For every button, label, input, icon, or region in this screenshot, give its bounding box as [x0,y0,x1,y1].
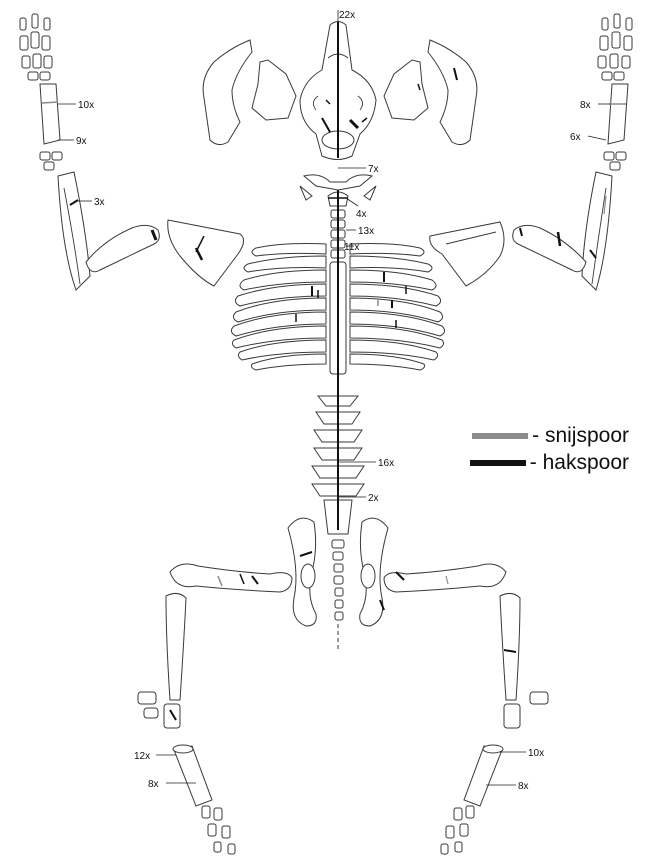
count-axis: 4x [356,209,367,220]
legend-row-cut: - snijspoor [472,424,629,448]
count-mandible-mid-left: 9x [76,136,87,147]
count-metatarsal-left-lower: 8x [148,779,159,790]
legend-swatch-chop [470,460,526,466]
left-forelimb [20,14,244,290]
count-skull: 22x [339,10,355,21]
count-lumbar: 16x [378,458,394,469]
count-metatarsal-right-upper: 10x [528,748,544,759]
count-thoracic: 11x [344,242,359,253]
legend-label-chop: - hakspoor [530,451,629,475]
skull [300,22,376,160]
legend-row-chop: - hakspoor [470,451,629,475]
count-sacrum: 2x [368,493,379,504]
count-metatarsal-left-upper: 12x [134,751,150,762]
count-mandible-left: 10x [78,100,94,111]
legend-swatch-cut [472,433,528,439]
count-forefoot-right-upper: 8x [580,100,591,111]
count-cervical: 13x [358,226,374,237]
count-atlas: 7x [368,164,379,175]
count-forefoot-right-lower: 6x [570,132,581,143]
count-scapula-left: 3x [94,197,105,208]
hind-feet [173,745,503,854]
count-metatarsal-right-lower: 8x [518,781,529,792]
legend-label-cut: - snijspoor [532,424,629,448]
right-forelimb [430,14,632,290]
